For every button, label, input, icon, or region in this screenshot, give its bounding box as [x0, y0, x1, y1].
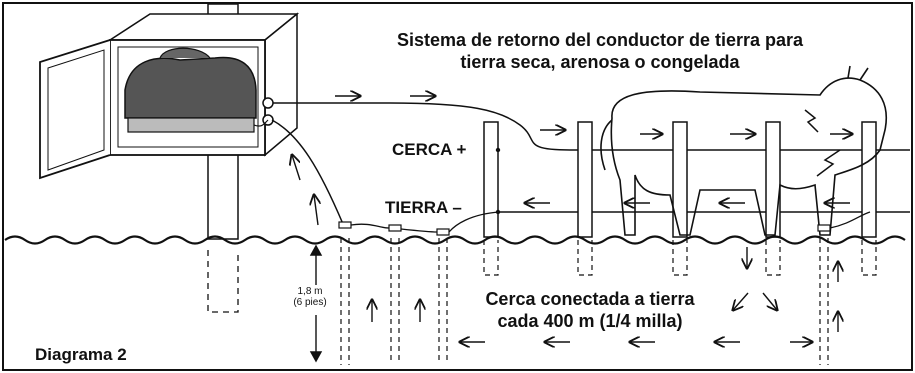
- diagram-number-label: Diagrama 2: [35, 345, 127, 364]
- ground-surface: [4, 235, 906, 245]
- fence-positive-label: CERCA +: [392, 140, 467, 159]
- shock-bolt-icon: [804, 109, 841, 177]
- fence-terminal: [495, 147, 501, 153]
- depth-label: 1,8 m (6 pies): [290, 286, 330, 308]
- fence-wire-positive: [273, 102, 910, 151]
- ground-rods: [338, 211, 871, 365]
- ground-negative-label: TIERRA –: [385, 198, 462, 217]
- ground-terminal: [495, 209, 501, 215]
- grounding-note-line-2: cada 400 m (1/4 milla): [497, 311, 683, 331]
- depth-metric: 1,8 m: [297, 286, 323, 297]
- diagram-title: Sistema de retorno del conductor de tier…: [330, 29, 870, 73]
- fence-posts: [483, 121, 877, 238]
- ground-return-lead: [271, 119, 344, 225]
- title-line-1: Sistema de retorno del conductor de tier…: [396, 30, 804, 50]
- depth-imperial: (6 pies): [293, 297, 327, 308]
- grounding-note-line-1: Cerca conectada a tierra: [485, 289, 695, 309]
- current-flow-arrows: [292, 96, 852, 342]
- fence-post-footings: [483, 240, 877, 276]
- depth-measure: [309, 244, 323, 363]
- energizer-box-icon: [39, 12, 300, 180]
- title-line-2: tierra seca, arenosa o congelada: [460, 52, 740, 72]
- cow-icon: [600, 65, 887, 236]
- grounding-note: Cerca conectada a tierra cada 400 m (1/4…: [440, 288, 740, 332]
